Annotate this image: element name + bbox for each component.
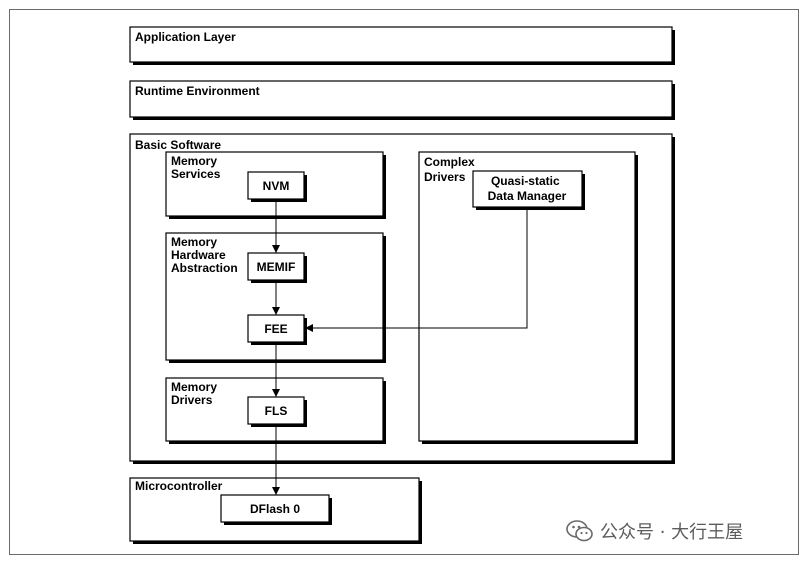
- basic-software-label: Basic Software: [135, 138, 221, 152]
- quasi-static-data-manager-module: Quasi-static Data Manager: [472, 170, 585, 210]
- outer-frame: [9, 9, 799, 555]
- complex-drivers-label: Complex Drivers: [424, 155, 478, 184]
- wechat-icon: [566, 520, 593, 542]
- memif-module: MEMIF: [247, 252, 307, 283]
- quasi-static-data-manager-label: Quasi-static Data Manager: [488, 174, 567, 203]
- runtime-environment-label: Runtime Environment: [135, 84, 260, 98]
- nvm-module: NVM: [247, 171, 307, 202]
- memif-label: MEMIF: [257, 260, 296, 274]
- watermark: 公众号 · 大行王屋: [566, 518, 743, 544]
- microcontroller-label: Microcontroller: [135, 479, 223, 493]
- memory-hardware-abstraction-label: Memory Hardware Abstraction: [171, 235, 238, 275]
- qsdm-to-fee-arrow: [305, 207, 528, 332]
- dflash-module: DFlash 0: [220, 494, 332, 525]
- memory-services-label: Memory Services: [171, 154, 221, 181]
- memory-drivers-label: Memory Drivers: [171, 380, 220, 407]
- memory-hardware-abstraction-group: Memory Hardware Abstraction: [165, 232, 386, 363]
- fls-module: FLS: [247, 396, 307, 427]
- application-layer-label: Application Layer: [135, 30, 236, 44]
- fee-module: FEE: [247, 314, 307, 345]
- fls-label: FLS: [265, 404, 288, 418]
- nvm-label: NVM: [263, 179, 290, 193]
- application-layer: Application Layer: [129, 26, 675, 65]
- fee-label: FEE: [264, 322, 287, 336]
- runtime-environment-layer: Runtime Environment: [129, 80, 675, 120]
- watermark-text: 公众号 · 大行王屋: [600, 522, 744, 543]
- dflash-label: DFlash 0: [250, 502, 300, 516]
